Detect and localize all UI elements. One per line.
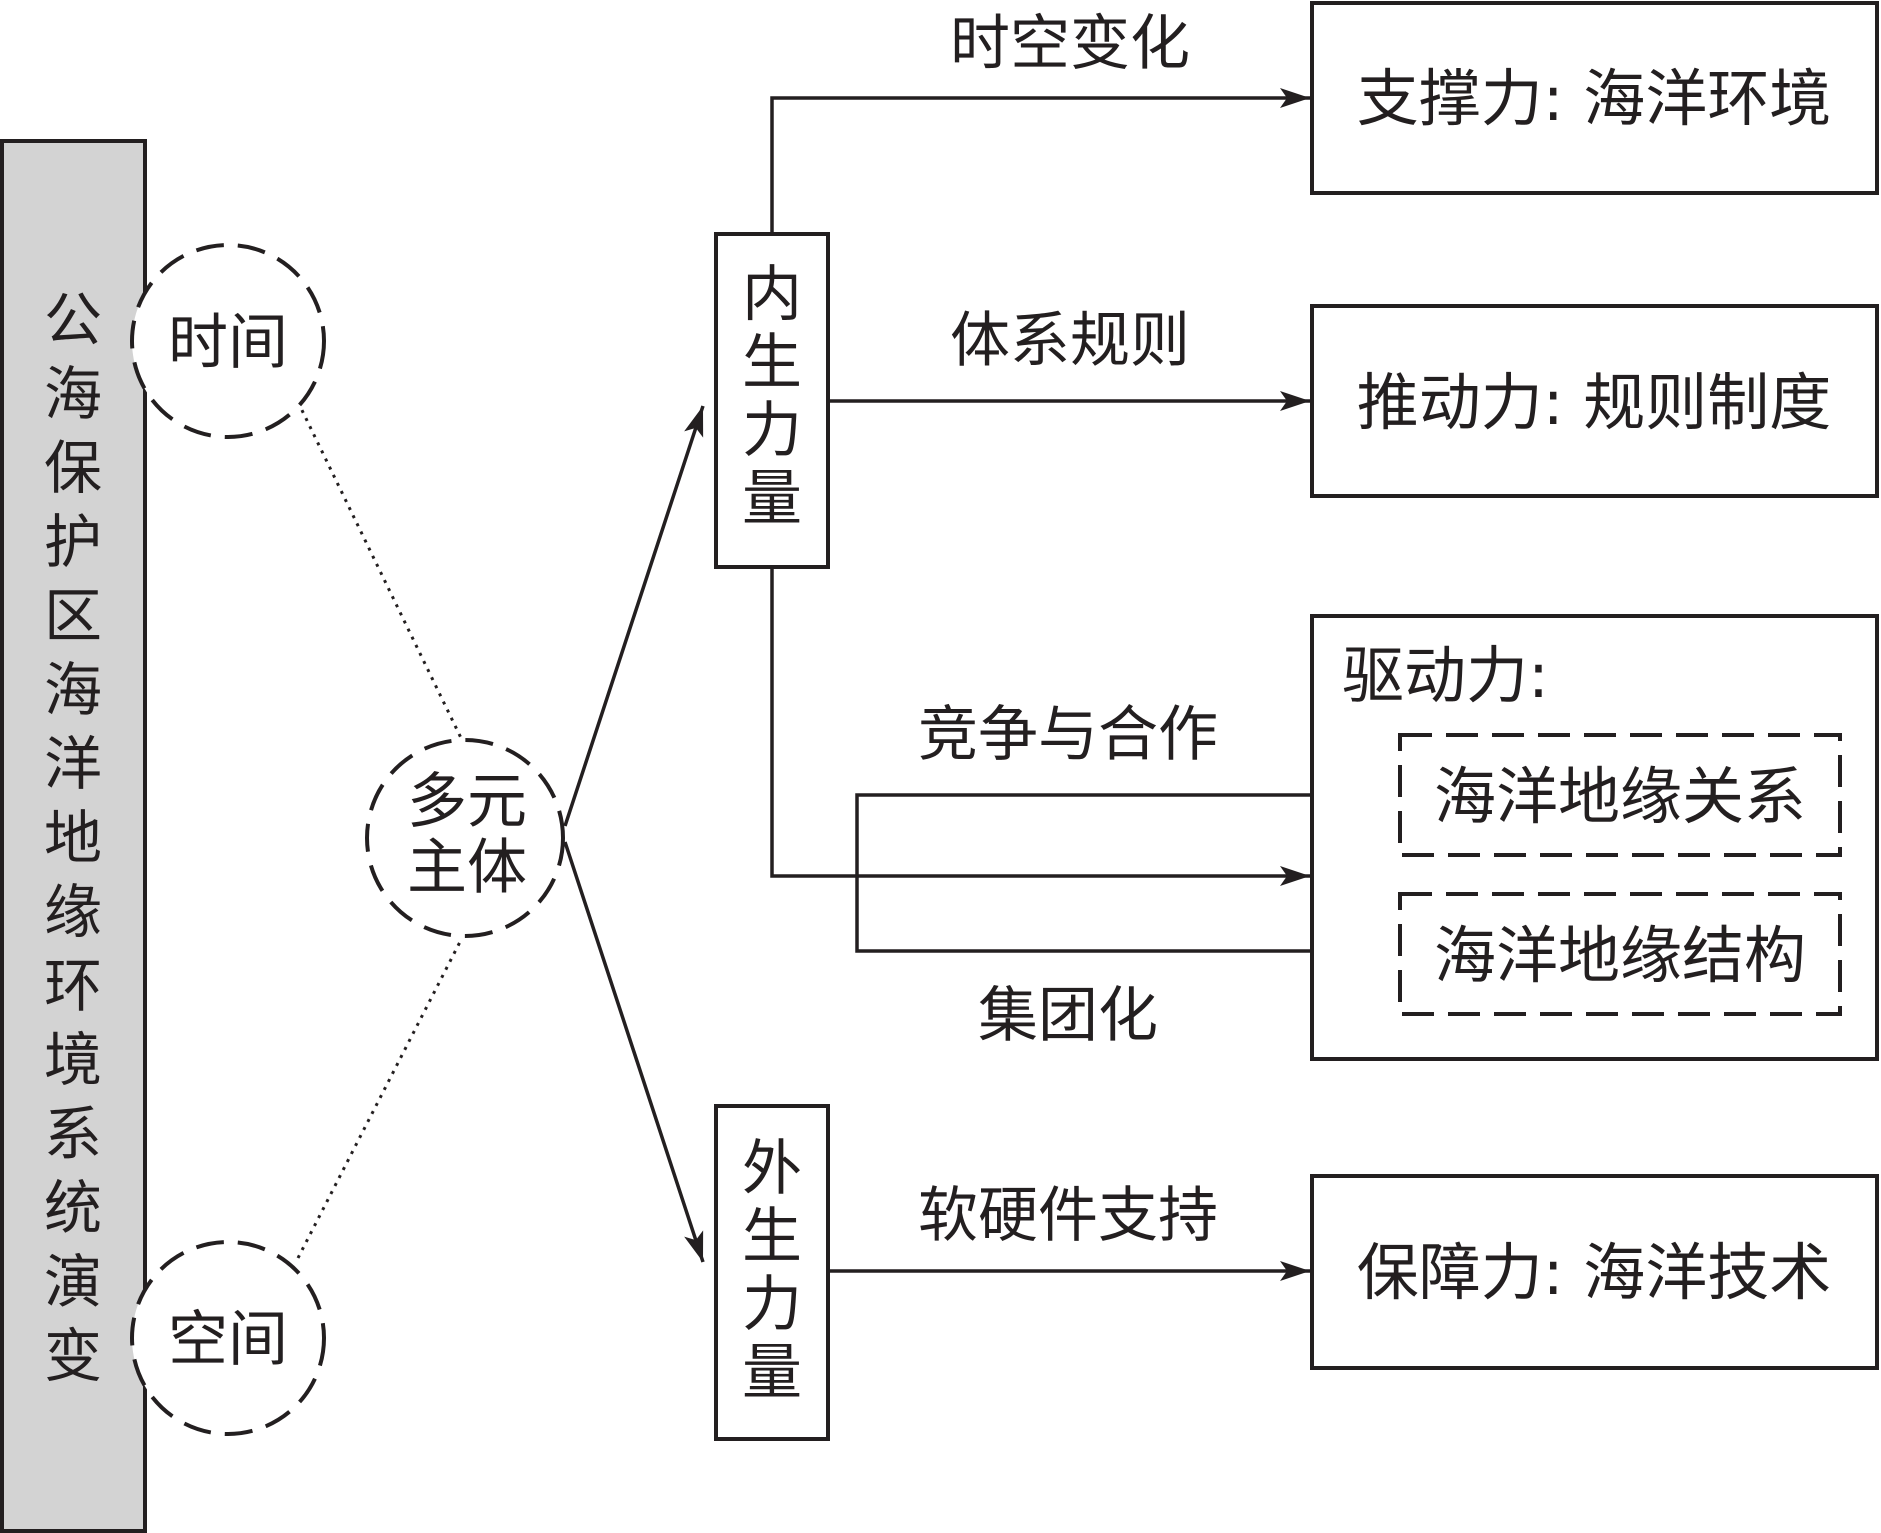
left-title-char: 境 xyxy=(44,1026,102,1094)
left-title-char: 系 xyxy=(44,1100,102,1168)
space-node: 空间 xyxy=(130,1240,326,1436)
drive-relation-box xyxy=(1398,733,1842,857)
left-title-char: 区 xyxy=(44,582,102,650)
label-hard-soft: 软硬件支持 xyxy=(918,1181,1218,1251)
support-force-box: 支撑力: 海洋环境 xyxy=(1310,1,1879,195)
arrow-to-support xyxy=(770,88,1310,234)
time-node: 时间 xyxy=(130,243,326,439)
label-spatiotemporal: 时空变化 xyxy=(950,9,1190,79)
left-title-char: 统 xyxy=(44,1174,102,1242)
drive-structure-box xyxy=(1398,892,1842,1016)
exogenous-char: 生 xyxy=(742,1202,802,1272)
arrow-to-drive xyxy=(770,567,1310,886)
guarantee-force-box: 保障力: 海洋技术 xyxy=(1310,1174,1879,1370)
exogenous-char: 外 xyxy=(742,1134,802,1204)
left-title-char: 公 xyxy=(44,286,102,354)
left-title-char: 洋 xyxy=(44,730,102,798)
actor-label-line1: 多元 xyxy=(407,767,527,837)
left-title-char: 环 xyxy=(44,952,102,1020)
time-label: 时间 xyxy=(168,308,288,378)
endogenous-char: 生 xyxy=(742,328,802,398)
guarantee-force-label: 保障力: 海洋技术 xyxy=(1357,1236,1832,1309)
left-title-char: 演 xyxy=(44,1248,102,1316)
drive-force-title: 驱动力: xyxy=(1342,639,1549,712)
drive-relation-label: 海洋地缘关系 xyxy=(1434,760,1806,833)
left-title-char: 缘 xyxy=(44,878,102,946)
actor-node: 多元 主体 xyxy=(365,738,565,938)
left-title-char: 海 xyxy=(44,656,102,724)
left-title-char: 海 xyxy=(44,360,102,428)
endogenous-char: 内 xyxy=(742,260,802,330)
endogenous-char: 量 xyxy=(742,464,802,534)
drive-force-box: 驱动力: 海洋地缘关系 海洋地缘结构 xyxy=(1310,614,1879,1061)
dotted-connector-space xyxy=(296,937,464,1259)
exogenous-char: 力 xyxy=(742,1270,802,1340)
label-system-rules: 体系规则 xyxy=(950,306,1190,376)
push-force-label: 推动力: 规则制度 xyxy=(1357,366,1832,439)
left-title-char: 保 xyxy=(44,434,102,502)
space-label: 空间 xyxy=(168,1305,288,1375)
endogenous-char: 力 xyxy=(742,396,802,466)
label-grouping: 集团化 xyxy=(978,981,1158,1051)
left-title-char: 变 xyxy=(44,1322,102,1390)
arrow-actor-to-endogenous xyxy=(563,405,705,827)
drive-structure-label: 海洋地缘结构 xyxy=(1434,919,1806,992)
exogenous-char: 量 xyxy=(742,1338,802,1408)
dotted-connector-time xyxy=(296,401,464,741)
label-competition: 竞争与合作 xyxy=(918,700,1218,770)
arrow-actor-to-exogenous xyxy=(563,841,705,1263)
relation-structure-bracket xyxy=(855,793,1400,953)
left-title-char: 护 xyxy=(44,508,102,576)
left-title-char: 地 xyxy=(44,804,102,872)
support-force-label: 支撑力: 海洋环境 xyxy=(1357,62,1832,135)
actor-label-line2: 主体 xyxy=(407,833,527,903)
push-force-box: 推动力: 规则制度 xyxy=(1310,304,1879,498)
